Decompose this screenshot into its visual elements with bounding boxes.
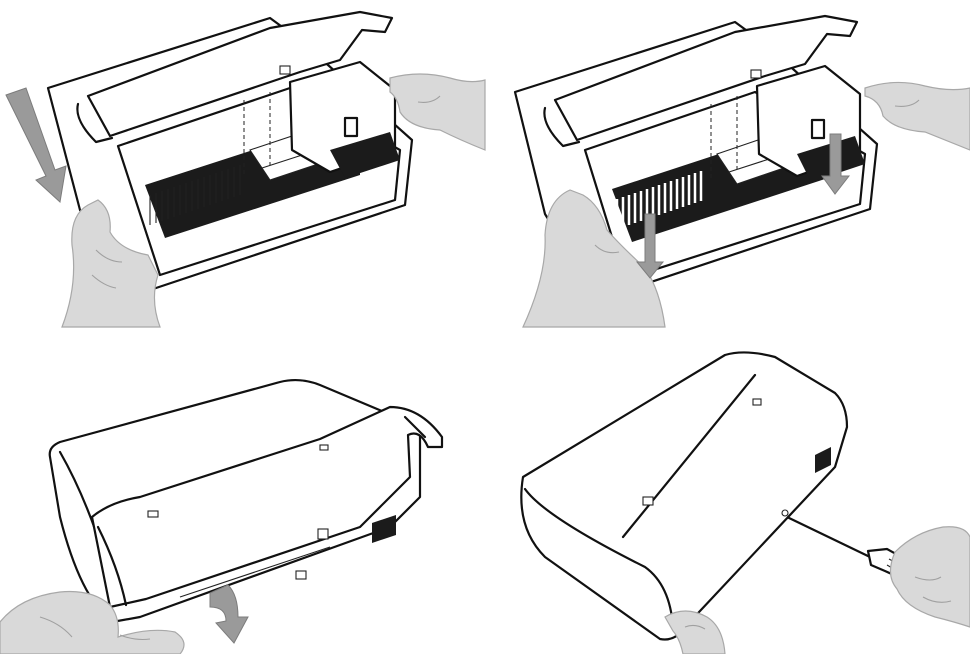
cover-edge xyxy=(76,102,114,144)
left-hand-thumb xyxy=(684,624,706,630)
cover-rounded-edge xyxy=(96,525,128,607)
top-tab-left xyxy=(147,510,159,518)
board-connector-teeth xyxy=(149,165,241,225)
dashed-guide xyxy=(243,92,271,175)
screw-hole xyxy=(781,509,789,517)
step-2-panel xyxy=(485,0,970,328)
arrow-down-icon xyxy=(5,87,67,203)
right-hand xyxy=(889,526,970,628)
latch-slot xyxy=(343,116,359,138)
top-tab-right xyxy=(752,398,762,406)
side-port xyxy=(372,515,396,543)
left-hand xyxy=(522,189,666,328)
step-3-panel xyxy=(0,327,485,654)
device-front-edge xyxy=(523,487,675,629)
left-hand xyxy=(61,199,161,328)
bottom-clip xyxy=(295,570,307,580)
top-tab-right xyxy=(319,444,329,451)
device-closed xyxy=(520,351,849,641)
step-1-illustration xyxy=(5,10,486,328)
cover-seam xyxy=(621,373,757,539)
device-cover xyxy=(90,405,444,609)
right-hand-thumb xyxy=(417,95,441,103)
cover-edge xyxy=(543,106,581,148)
cover-notch xyxy=(403,415,427,439)
dashed-guide xyxy=(710,96,738,179)
step-1-panel xyxy=(0,0,486,328)
left-hand-knuckles xyxy=(91,249,123,289)
right-hand-thumb xyxy=(894,99,920,107)
step-3-illustration xyxy=(0,378,444,654)
step-2-illustration xyxy=(513,14,970,328)
screwdriver-shaft xyxy=(786,516,871,558)
device-cover-open xyxy=(86,10,394,138)
right-hand-fingers xyxy=(914,576,952,603)
top-tab-left xyxy=(642,496,654,506)
left-hand-thumb xyxy=(594,244,620,254)
arrow-down-left-icon xyxy=(635,213,665,279)
left-hand-fingers xyxy=(39,616,151,641)
left-hand xyxy=(664,610,726,654)
arrow-down-right-icon xyxy=(821,133,851,195)
step-4-panel xyxy=(485,327,970,654)
side-port xyxy=(815,447,831,473)
cover-hook xyxy=(317,528,329,540)
device-cover-open xyxy=(553,14,859,142)
board-connector-teeth xyxy=(615,171,703,229)
cover-hook xyxy=(750,69,762,79)
right-hand xyxy=(864,81,970,151)
right-connector xyxy=(330,132,400,178)
cover-hook xyxy=(279,65,291,75)
left-hand xyxy=(0,590,185,654)
latch-slot xyxy=(810,118,826,140)
step-4-illustration xyxy=(520,351,970,654)
arrow-down-icon xyxy=(209,584,249,644)
right-hand xyxy=(389,73,486,151)
cover-seam xyxy=(179,546,331,598)
